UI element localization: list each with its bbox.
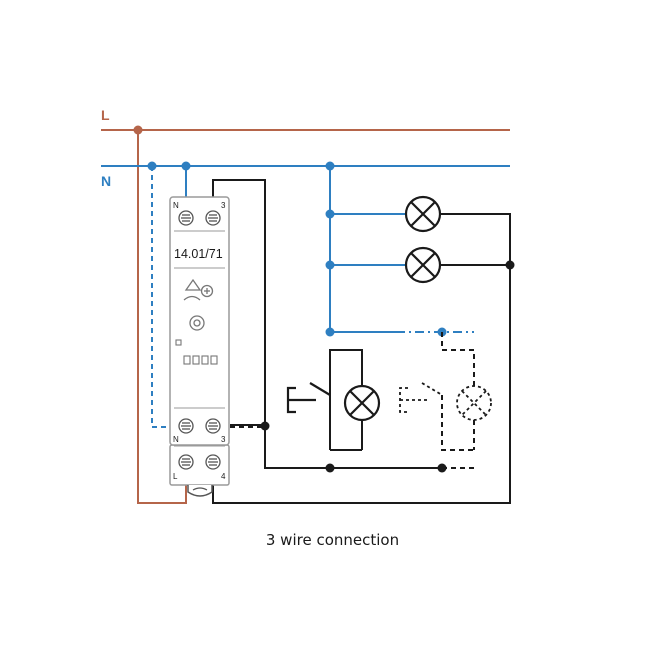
terminal-l-label: L bbox=[173, 472, 178, 481]
screw-terminal-icon bbox=[178, 454, 194, 470]
black-wires-dashed bbox=[230, 332, 475, 469]
relay-model-label: 14.01/71 bbox=[174, 247, 223, 261]
push-button-optional-icon bbox=[399, 382, 443, 413]
terminal-4-label: 4 bbox=[221, 472, 226, 481]
lamp-icon bbox=[404, 246, 442, 284]
terminal-n-top-label: N bbox=[173, 201, 179, 210]
line-junction bbox=[133, 125, 143, 135]
screw-terminal-icon bbox=[205, 210, 221, 226]
neutral-label: N bbox=[101, 173, 111, 189]
status-led-icon bbox=[175, 339, 182, 346]
black-wires bbox=[212, 179, 511, 504]
neutral-junctions bbox=[147, 161, 447, 337]
screw-terminal-icon bbox=[178, 418, 194, 434]
neutral-wire bbox=[101, 165, 510, 333]
terminal-3-top-label: 3 bbox=[221, 201, 226, 210]
black-junctions bbox=[260, 260, 515, 473]
push-button-icon bbox=[286, 382, 331, 414]
lamp-icon bbox=[343, 384, 381, 422]
lamp-icon bbox=[404, 195, 442, 233]
terminal-3-bottom-label: 3 bbox=[221, 435, 226, 444]
terminal-n-bottom-label: N bbox=[173, 435, 179, 444]
diagram-caption: 3 wire connection bbox=[265, 531, 400, 549]
neutral-wire-dashed bbox=[151, 166, 474, 428]
screw-terminal-icon bbox=[205, 418, 221, 434]
screw-terminal-icon bbox=[205, 454, 221, 470]
dip-switches-icon bbox=[183, 355, 218, 365]
relay-device bbox=[169, 196, 230, 497]
staircase-timer-icon bbox=[183, 278, 214, 301]
adjustment-knob-icon bbox=[189, 315, 205, 331]
lamp-optional-icon bbox=[456, 385, 492, 421]
line-wire bbox=[101, 129, 510, 504]
line-label: L bbox=[101, 107, 110, 123]
screw-terminal-icon bbox=[178, 210, 194, 226]
